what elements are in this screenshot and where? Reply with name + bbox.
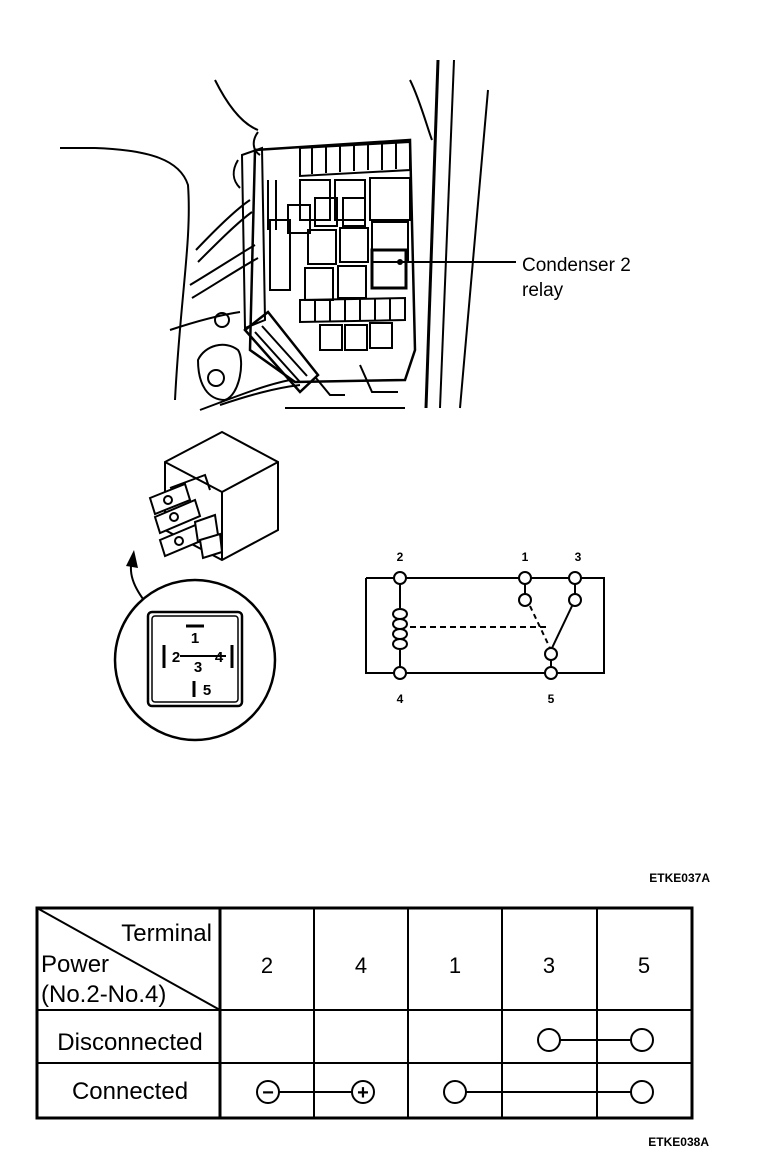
terminal-node-1: [518, 571, 532, 585]
inset-pin-2: 2: [172, 649, 180, 666]
header-terminal-label: Terminal: [121, 920, 212, 947]
minus-terminal-symbol: [256, 1080, 280, 1104]
inset-pin-1: 1: [191, 630, 199, 647]
schematic-pin-4: 4: [397, 692, 404, 706]
schematic-terminals: [393, 571, 582, 680]
minus-sign: −: [262, 1082, 274, 1104]
inset-pin-5: 5: [203, 682, 211, 699]
plus-terminal-symbol: [351, 1080, 375, 1104]
row-label-disconnected: Disconnected: [57, 1029, 202, 1056]
column-header-terminal-3: 3: [543, 953, 555, 978]
column-header-terminal-2: 2: [261, 953, 273, 978]
continuity-connected-1-5: [443, 1080, 654, 1104]
continuity-table: Terminal Power (No.2-No.4) 2 4 1 3 5 Dis…: [35, 906, 694, 1120]
terminal-node-2: [393, 571, 407, 585]
row-label-connected: Connected: [72, 1078, 188, 1105]
contact-node-5: [544, 647, 558, 661]
engine-bay-illustration: [60, 59, 489, 411]
power-applied-2-4: − +: [256, 1080, 375, 1104]
schematic-pin-1: 1: [522, 550, 529, 564]
callout-label-line1: Condenser 2: [522, 255, 631, 276]
contact-node-3: [568, 593, 582, 607]
inset-pin-3: 3: [194, 659, 202, 676]
schematic-pin-5: 5: [548, 692, 555, 706]
figure-code-upper: ETKE037A: [649, 871, 710, 885]
column-header-terminal-4: 4: [355, 953, 367, 978]
column-header-terminal-1: 1: [449, 953, 461, 978]
plus-sign: +: [357, 1082, 369, 1104]
column-header-terminal-5: 5: [638, 953, 650, 978]
condenser-relay-callout: Condenser 2 relay: [397, 255, 631, 301]
continuity-disconnected-3-5: [537, 1028, 654, 1052]
terminal-node-3: [568, 571, 582, 585]
header-power-label: Power: [41, 951, 109, 978]
relay-schematic: [365, 577, 605, 674]
header-power-sub-label: (No.2-No.4): [41, 981, 166, 1008]
terminal-node-4: [393, 666, 407, 680]
schematic-pin-labels: 2 1 3 4 5: [397, 550, 582, 706]
contact-node-1: [518, 593, 532, 607]
schematic-pin-3: 3: [575, 550, 582, 564]
relay-component-illustration: [148, 430, 279, 562]
figure-code-lower: ETKE038A: [648, 1135, 709, 1149]
schematic-pin-2: 2: [397, 550, 404, 564]
pin-layout-inset: 1 2 3 4 5: [113, 578, 277, 742]
callout-label-line2: relay: [522, 280, 564, 301]
terminal-node-5: [544, 666, 558, 680]
inset-pin-4: 4: [215, 649, 224, 666]
